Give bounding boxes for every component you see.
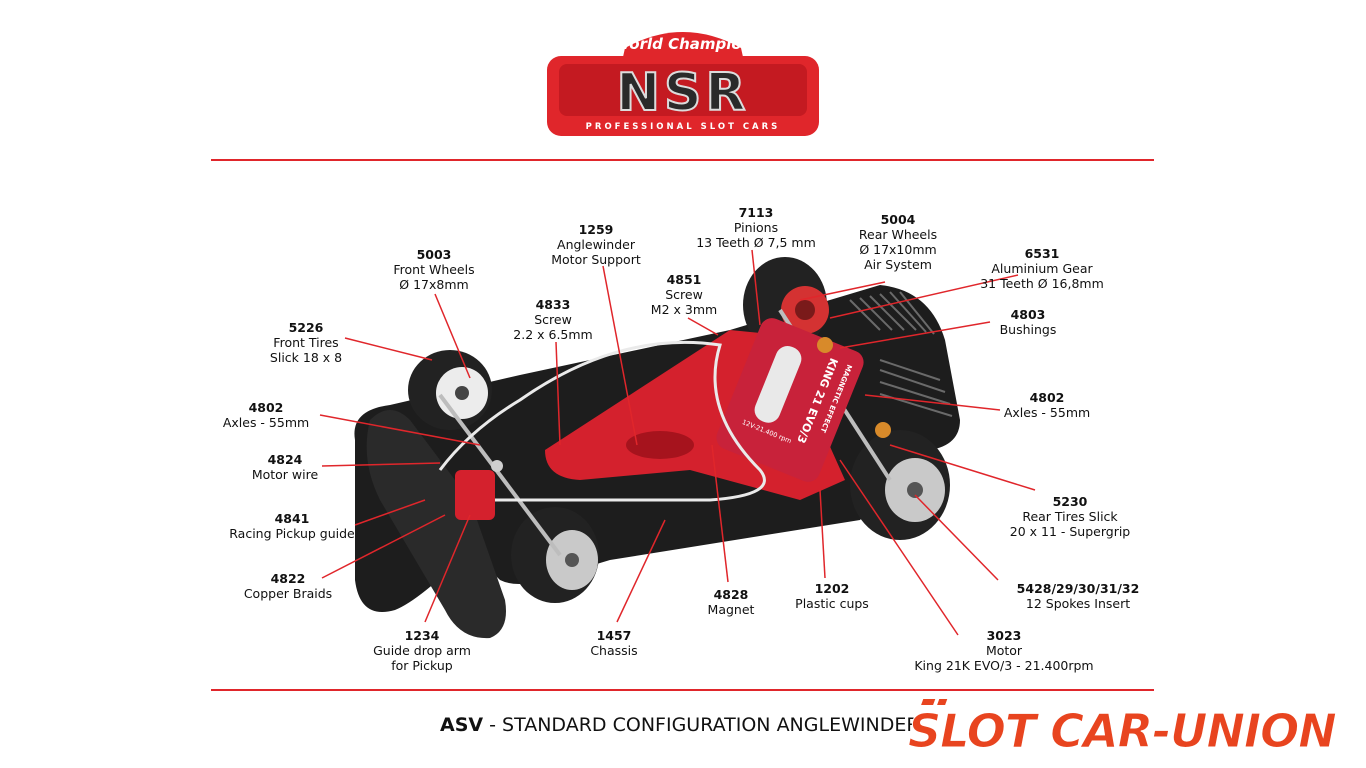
bushing xyxy=(875,422,891,438)
svg-text:SLOT CAR-UNION: SLOT CAR-UNION xyxy=(908,704,1336,758)
motor-wire xyxy=(438,340,766,502)
config-code: ASV xyxy=(440,714,484,736)
svg-text:World Champion: World Champion xyxy=(614,35,753,53)
motor: KING 21 EVO/3 MAGNETIC EFFECT 12V-21.400… xyxy=(716,318,864,482)
svg-text:PROFESSIONAL SLOT CARS: PROFESSIONAL SLOT CARS xyxy=(586,122,781,132)
nsr-logo: World Champion NSR PROFESSIONAL SLOT CAR… xyxy=(547,32,819,136)
svg-text:NSR: NSR xyxy=(616,63,749,123)
guide-screw xyxy=(491,460,503,472)
configuration-caption: ASV - STANDARD CONFIGURATION ANGLEWINDER xyxy=(440,714,920,736)
front-left-wheel xyxy=(408,350,492,430)
pickup-guide xyxy=(455,470,495,520)
top-divider xyxy=(211,159,1154,161)
bushing xyxy=(817,337,833,353)
slot-car-union-watermark: SLOT CAR-UNION xyxy=(908,699,1366,759)
front-right-wheel xyxy=(511,507,599,603)
bottom-divider xyxy=(211,689,1154,691)
config-text: - STANDARD CONFIGURATION ANGLEWINDER xyxy=(483,714,920,736)
rear-right-wheel xyxy=(850,430,950,540)
magnet-slot xyxy=(626,431,694,459)
